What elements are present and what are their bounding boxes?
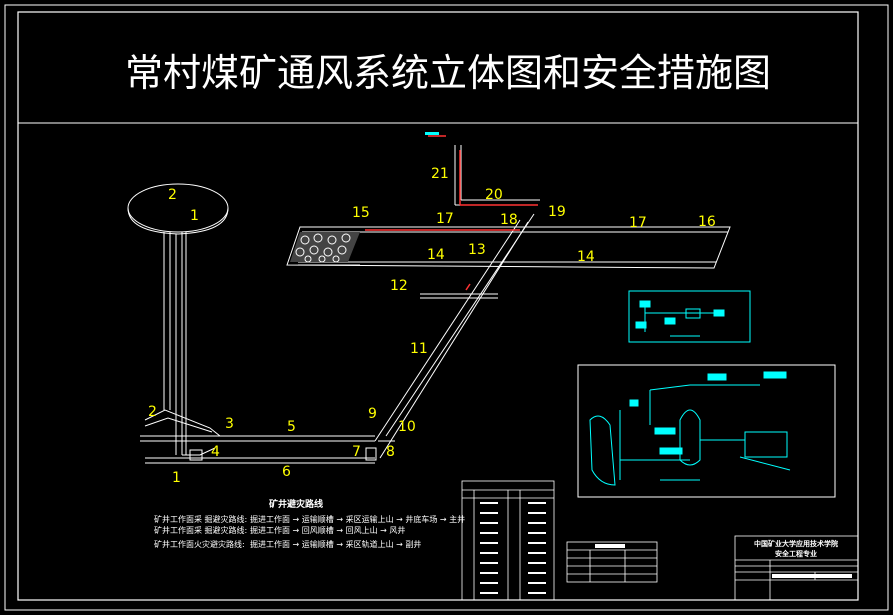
label-18: 18 [500, 212, 518, 228]
label-21: 21 [431, 166, 449, 182]
outer-frame [4, 4, 889, 611]
label-13: 13 [468, 242, 486, 258]
escape-route-row2-label: 矿井工作面采 掘避灾路线: [154, 525, 247, 535]
label-2: 2 [148, 404, 157, 420]
cyan-detail-small [628, 290, 751, 343]
escape-route-block: 矿井避灾路线 矿井工作面采 掘避灾路线: 掘进工作面 → 运输顺槽 → 采区运输… [154, 498, 465, 549]
label-17a: 17 [436, 211, 454, 227]
surface-ellipse [127, 183, 229, 233]
small-table [566, 541, 658, 583]
label-4: 4 [211, 444, 220, 460]
label-1: 1 [172, 470, 181, 486]
title-block-bar [772, 574, 852, 578]
title-block-major: 安全工程专业 [775, 549, 817, 558]
title-block [734, 535, 859, 601]
label-20: 20 [485, 187, 503, 203]
cyan-detail-large [577, 364, 836, 498]
surface-marker [425, 132, 439, 135]
label-17b: 17 [629, 215, 647, 231]
label-11: 11 [410, 341, 428, 357]
node-labels: 1 2 3 4 5 6 7 8 9 10 11 12 13 14 14 15 1… [148, 166, 716, 486]
label-3: 3 [225, 416, 234, 432]
drawing-title: 常村煤矿通风系统立体图和安全措施图 [125, 51, 771, 95]
label-15: 15 [352, 205, 370, 221]
escape-route-row3-label: 矿井工作面火灾避灾路线: [154, 539, 245, 549]
escape-route-row1-label: 矿井工作面采 掘避灾路线: [154, 514, 247, 524]
label-14a: 14 [427, 247, 445, 263]
label-6: 6 [282, 464, 291, 480]
legend-table [461, 480, 555, 601]
title-block-school: 中国矿业大学应用技术学院 [754, 539, 838, 548]
label-16: 16 [698, 214, 716, 230]
label-surface-2: 2 [168, 187, 177, 203]
label-8: 8 [386, 444, 395, 460]
legend-rows [480, 502, 546, 594]
fresh-air-lines [365, 135, 538, 291]
label-7: 7 [352, 444, 361, 460]
escape-route-row3-path: 掘进工作面 → 运输顺槽 → 采区轨道上山 → 副井 [250, 539, 421, 549]
label-12: 12 [390, 278, 408, 294]
label-9: 9 [368, 406, 377, 422]
escape-route-title: 矿井避灾路线 [269, 498, 323, 510]
label-14b: 14 [577, 249, 595, 265]
shaft-group [127, 183, 535, 464]
label-10: 10 [398, 419, 416, 435]
label-19: 19 [548, 204, 566, 220]
inner-frame [17, 11, 859, 601]
label-surface-1: 1 [190, 208, 199, 224]
gob-area [290, 232, 360, 263]
escape-route-row1-path: 掘进工作面 → 运输顺槽 → 采区运输上山 → 井底车场 → 主井 [250, 514, 465, 524]
label-5: 5 [287, 419, 296, 435]
escape-route-row2-path: 掘进工作面 → 回风顺槽 → 回风上山 → 风井 [250, 525, 405, 535]
